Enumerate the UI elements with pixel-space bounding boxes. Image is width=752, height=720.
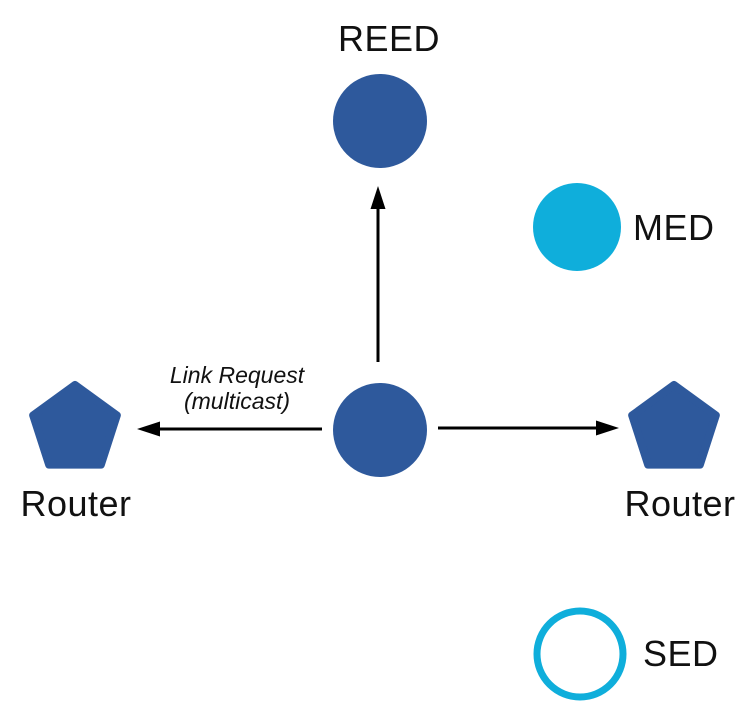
- link-request-annotation-line2: (multicast): [183, 388, 291, 415]
- sed-node-icon: [533, 607, 627, 701]
- med-node-icon: [533, 183, 621, 271]
- link-request-annotation: Link Request (multicast): [170, 362, 304, 415]
- router-left-node-icon: [29, 381, 121, 469]
- arrow-right-head: [596, 420, 619, 436]
- center-node-icon: [333, 383, 427, 477]
- med-node-label: MED: [633, 207, 715, 248]
- reed-node-label: REED: [337, 18, 441, 59]
- arrow-up-head: [370, 186, 386, 209]
- router-right-node-label: Router: [624, 483, 736, 524]
- arrow-left-icon: [137, 421, 322, 437]
- reed-node-icon: [333, 74, 427, 168]
- link-request-annotation-line1: Link Request: [169, 362, 305, 388]
- arrow-left-head: [137, 421, 160, 437]
- router-left-node-label: Router: [20, 483, 132, 524]
- arrow-right-icon: [438, 420, 619, 436]
- arrow-up-icon: [370, 186, 386, 362]
- sed-node-label: SED: [643, 633, 719, 674]
- router-right-node-icon: [628, 381, 720, 469]
